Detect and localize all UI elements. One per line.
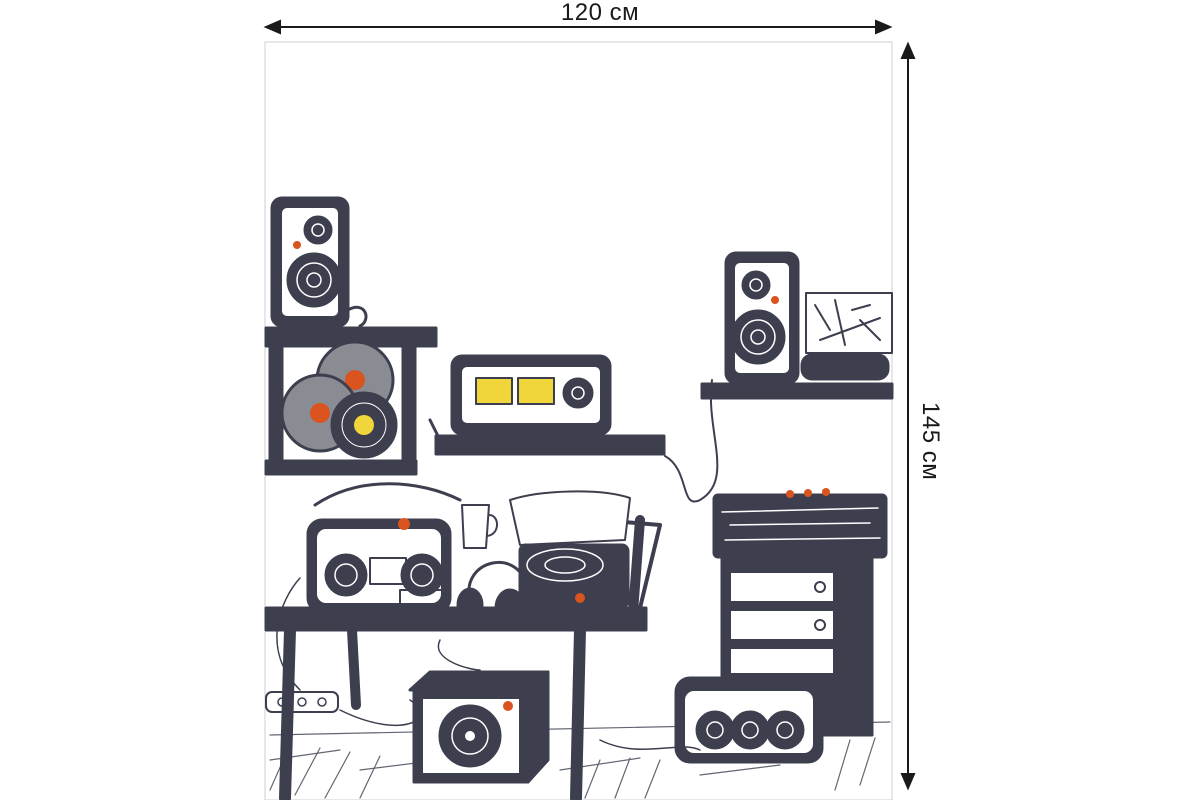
power-strip-icon — [265, 691, 339, 713]
mixer-icon — [712, 488, 888, 559]
width-arrow — [263, 19, 893, 35]
vinyl-record-icon — [280, 340, 398, 459]
right-shelf — [700, 382, 894, 400]
speaker-cable — [664, 379, 719, 503]
speaker-icon — [270, 196, 368, 328]
left-shelf — [264, 326, 438, 476]
mug-icon — [461, 504, 498, 549]
cassette-deck-icon — [428, 354, 612, 438]
headphones-icon — [399, 561, 530, 628]
cables — [276, 577, 701, 751]
table — [264, 515, 662, 800]
speaker-icon — [724, 251, 800, 385]
boombox-icon — [674, 676, 824, 764]
poster-icon — [800, 292, 893, 381]
speaker-icon — [408, 670, 550, 784]
width-dimension-label: 120 см — [560, 0, 640, 26]
height-arrow — [900, 41, 916, 791]
turntable-icon — [509, 490, 631, 609]
middle-shelf — [434, 434, 666, 456]
